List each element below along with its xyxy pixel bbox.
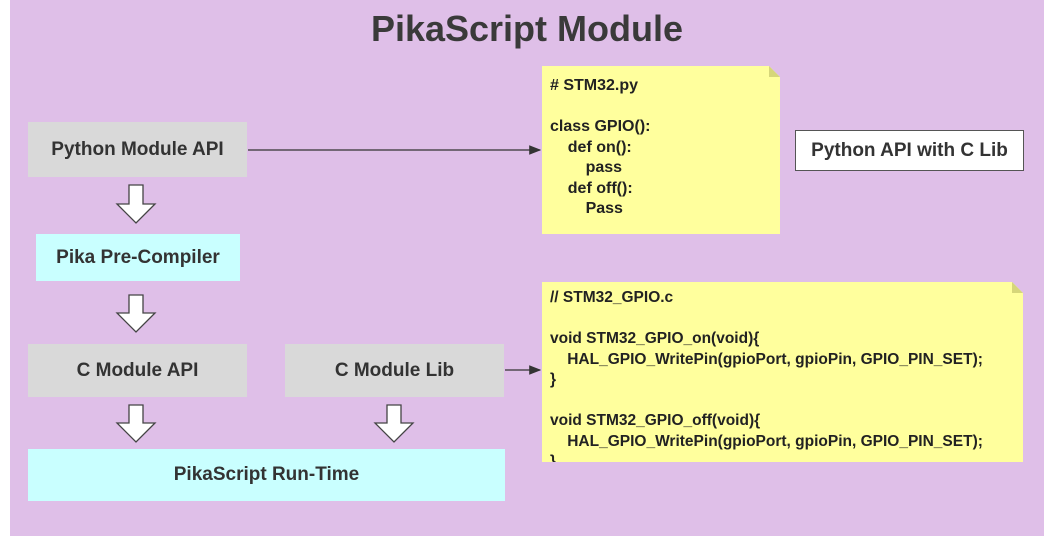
c-module-api-box: C Module API bbox=[28, 344, 247, 397]
pika-pre-compiler-box: Pika Pre-Compiler bbox=[36, 234, 240, 281]
pikascript-runtime-box: PikaScript Run-Time bbox=[28, 449, 505, 501]
connectors bbox=[115, 145, 542, 443]
python-module-api-box: Python Module API bbox=[28, 122, 247, 177]
down-arrow-4-icon bbox=[373, 404, 415, 443]
c-note-fold bbox=[1012, 282, 1023, 293]
down-arrow-2-icon bbox=[115, 294, 157, 333]
c-code-note: // STM32_GPIO.c void STM32_GPIO_on(void)… bbox=[542, 282, 1023, 462]
python-code-note: # STM32.py class GPIO(): def on(): pass … bbox=[542, 66, 780, 234]
diagram-canvas: PikaScript Module Python Module API Pika… bbox=[10, 0, 1044, 536]
down-arrow-3-icon bbox=[115, 404, 157, 443]
c-module-lib-box: C Module Lib bbox=[285, 344, 504, 397]
down-arrow-1-icon bbox=[115, 184, 157, 224]
python-api-with-c-lib-label: Python API with C Lib bbox=[795, 130, 1024, 171]
diagram-title: PikaScript Module bbox=[370, 8, 684, 49]
python-note-fold bbox=[769, 66, 780, 77]
